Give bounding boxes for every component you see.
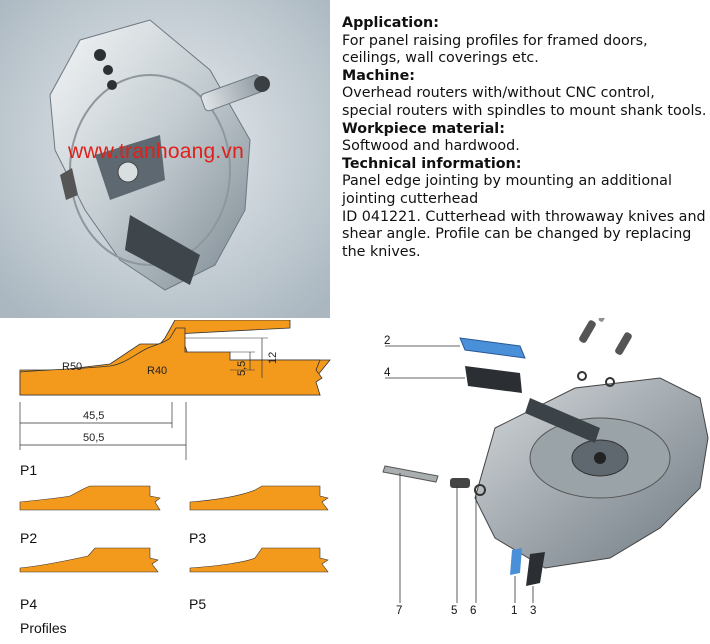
pin-part-7 <box>382 465 439 483</box>
profile-p2-shape <box>19 485 161 511</box>
application-heading: Application: <box>342 15 439 31</box>
profile-p5-shape <box>189 547 329 573</box>
part-number-2: 2 <box>384 335 390 347</box>
profile-p5-label: P5 <box>189 596 207 612</box>
profile-p2-label: P2 <box>20 530 38 546</box>
part-number-4: 4 <box>384 367 391 379</box>
knife-part-1 <box>510 548 522 575</box>
profile-p4-shape <box>19 547 159 573</box>
dim-50-5-label: 50,5 <box>83 432 104 444</box>
profile-p4-label: P4 <box>20 596 38 612</box>
clamp-part-4 <box>465 366 522 393</box>
technical-text-2: ID 041221. Cutterhead with throwaway kni… <box>342 208 706 260</box>
profile-p3-label: P3 <box>189 530 207 546</box>
dim-45-5-label: 45,5 <box>83 410 104 422</box>
profile-p3-shape <box>189 485 329 511</box>
product-description: Application: For panel raising profiles … <box>342 15 707 261</box>
clamp-part-3 <box>526 552 545 586</box>
part-number-7: 7 <box>396 605 402 617</box>
part-number-5: 5 <box>451 605 457 617</box>
radius-r40-label: R40 <box>147 365 167 377</box>
profile-p1-label: P1 <box>20 462 38 478</box>
product-photo <box>0 0 330 318</box>
machine-text: Overhead routers with/without CNC contro… <box>342 85 707 119</box>
technical-text-1: Panel edge jointing by mounting an addit… <box>342 173 672 207</box>
profiles-caption: Profiles <box>20 620 67 636</box>
screw-part-5 <box>450 478 470 488</box>
radius-r50-label: R50 <box>62 361 82 373</box>
machine-heading: Machine: <box>342 67 416 84</box>
profiles-drawing: R50 R40 5,5 12 45,5 50,5 P1 P2 P3 P4 P5 … <box>0 320 360 640</box>
part-number-3: 3 <box>530 605 536 617</box>
material-text: Softwood and hardwood. <box>342 138 520 155</box>
watermark-text: www.tranhoang.vn <box>68 140 244 163</box>
part-number-6: 6 <box>470 605 476 617</box>
material-heading: Workpiece material: <box>342 120 505 137</box>
washer-part-6 <box>474 484 486 496</box>
dim-5-5-label: 5,5 <box>236 361 248 376</box>
exploded-view-diagram: 2 4 7 5 6 1 3 <box>360 305 710 640</box>
technical-heading: Technical information: <box>342 155 522 172</box>
dim-12-label: 12 <box>267 352 279 364</box>
knife-part-2 <box>459 337 526 359</box>
part-number-1: 1 <box>511 605 517 617</box>
application-text: For panel raising profiles for framed do… <box>342 32 648 67</box>
